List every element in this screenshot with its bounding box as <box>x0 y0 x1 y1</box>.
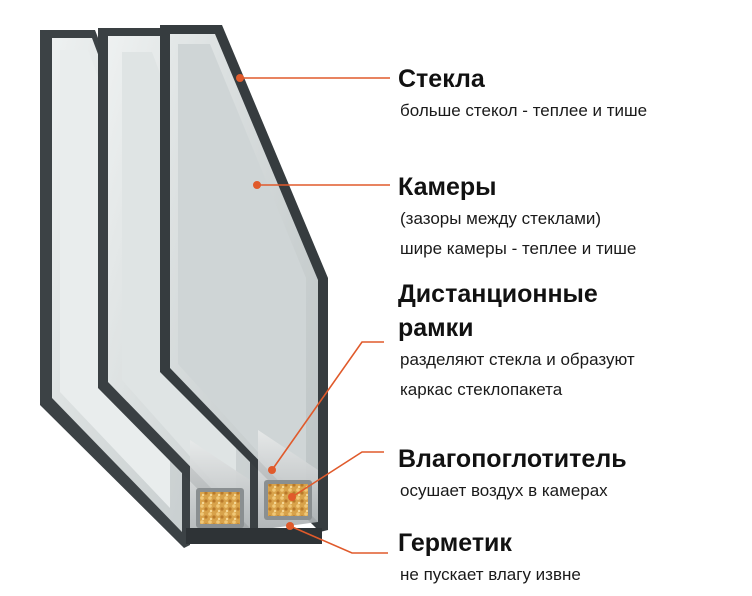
callout-chambers-desc-2: шире камеры - теплее и тише <box>400 239 637 258</box>
callout-spacers-title-1: Дистанционные <box>398 280 598 308</box>
leader-dots <box>236 74 296 530</box>
callout-glass-title: Стекла <box>398 65 485 93</box>
leader-lines <box>240 77 390 554</box>
callout-spacers-title-2: рамки <box>398 314 474 342</box>
callout-sealant: Герметик не пускает влагу извне <box>398 526 581 590</box>
callout-glass: Стекла больше стекол - теплее и тише <box>398 62 647 126</box>
callout-sealant-title: Герметик <box>398 529 512 557</box>
callout-chambers: Камеры (зазоры между стеклами) шире каме… <box>398 170 636 264</box>
callout-sealant-desc: не пускает влагу извне <box>400 565 581 584</box>
leader-spacers <box>271 341 384 471</box>
callout-chambers-desc-1: (зазоры между стеклами) <box>400 209 602 228</box>
callout-spacers: Дистанционные рамки разделяют стекла и о… <box>398 277 635 405</box>
callout-spacers-desc-2: каркас стеклопакета <box>400 380 563 399</box>
callout-desiccant-desc: осушает воздух в камерах <box>400 481 608 500</box>
callout-spacers-desc-1: разделяют стекла и образуют <box>400 350 635 369</box>
callout-desiccant-title: Влагопоглотитель <box>398 445 627 473</box>
callout-glass-desc: больше стекол - теплее и тише <box>400 101 648 120</box>
glass-pane-front <box>160 25 328 532</box>
spacer-frame-left <box>190 440 250 540</box>
spacer-frame-right <box>258 430 318 530</box>
callout-chambers-title: Камеры <box>398 173 497 201</box>
leader-sealant <box>289 525 388 554</box>
sealant-strip <box>186 528 322 544</box>
leader-desiccant <box>291 451 384 498</box>
callout-desiccant: Влагопоглотитель осушает воздух в камера… <box>398 442 627 506</box>
